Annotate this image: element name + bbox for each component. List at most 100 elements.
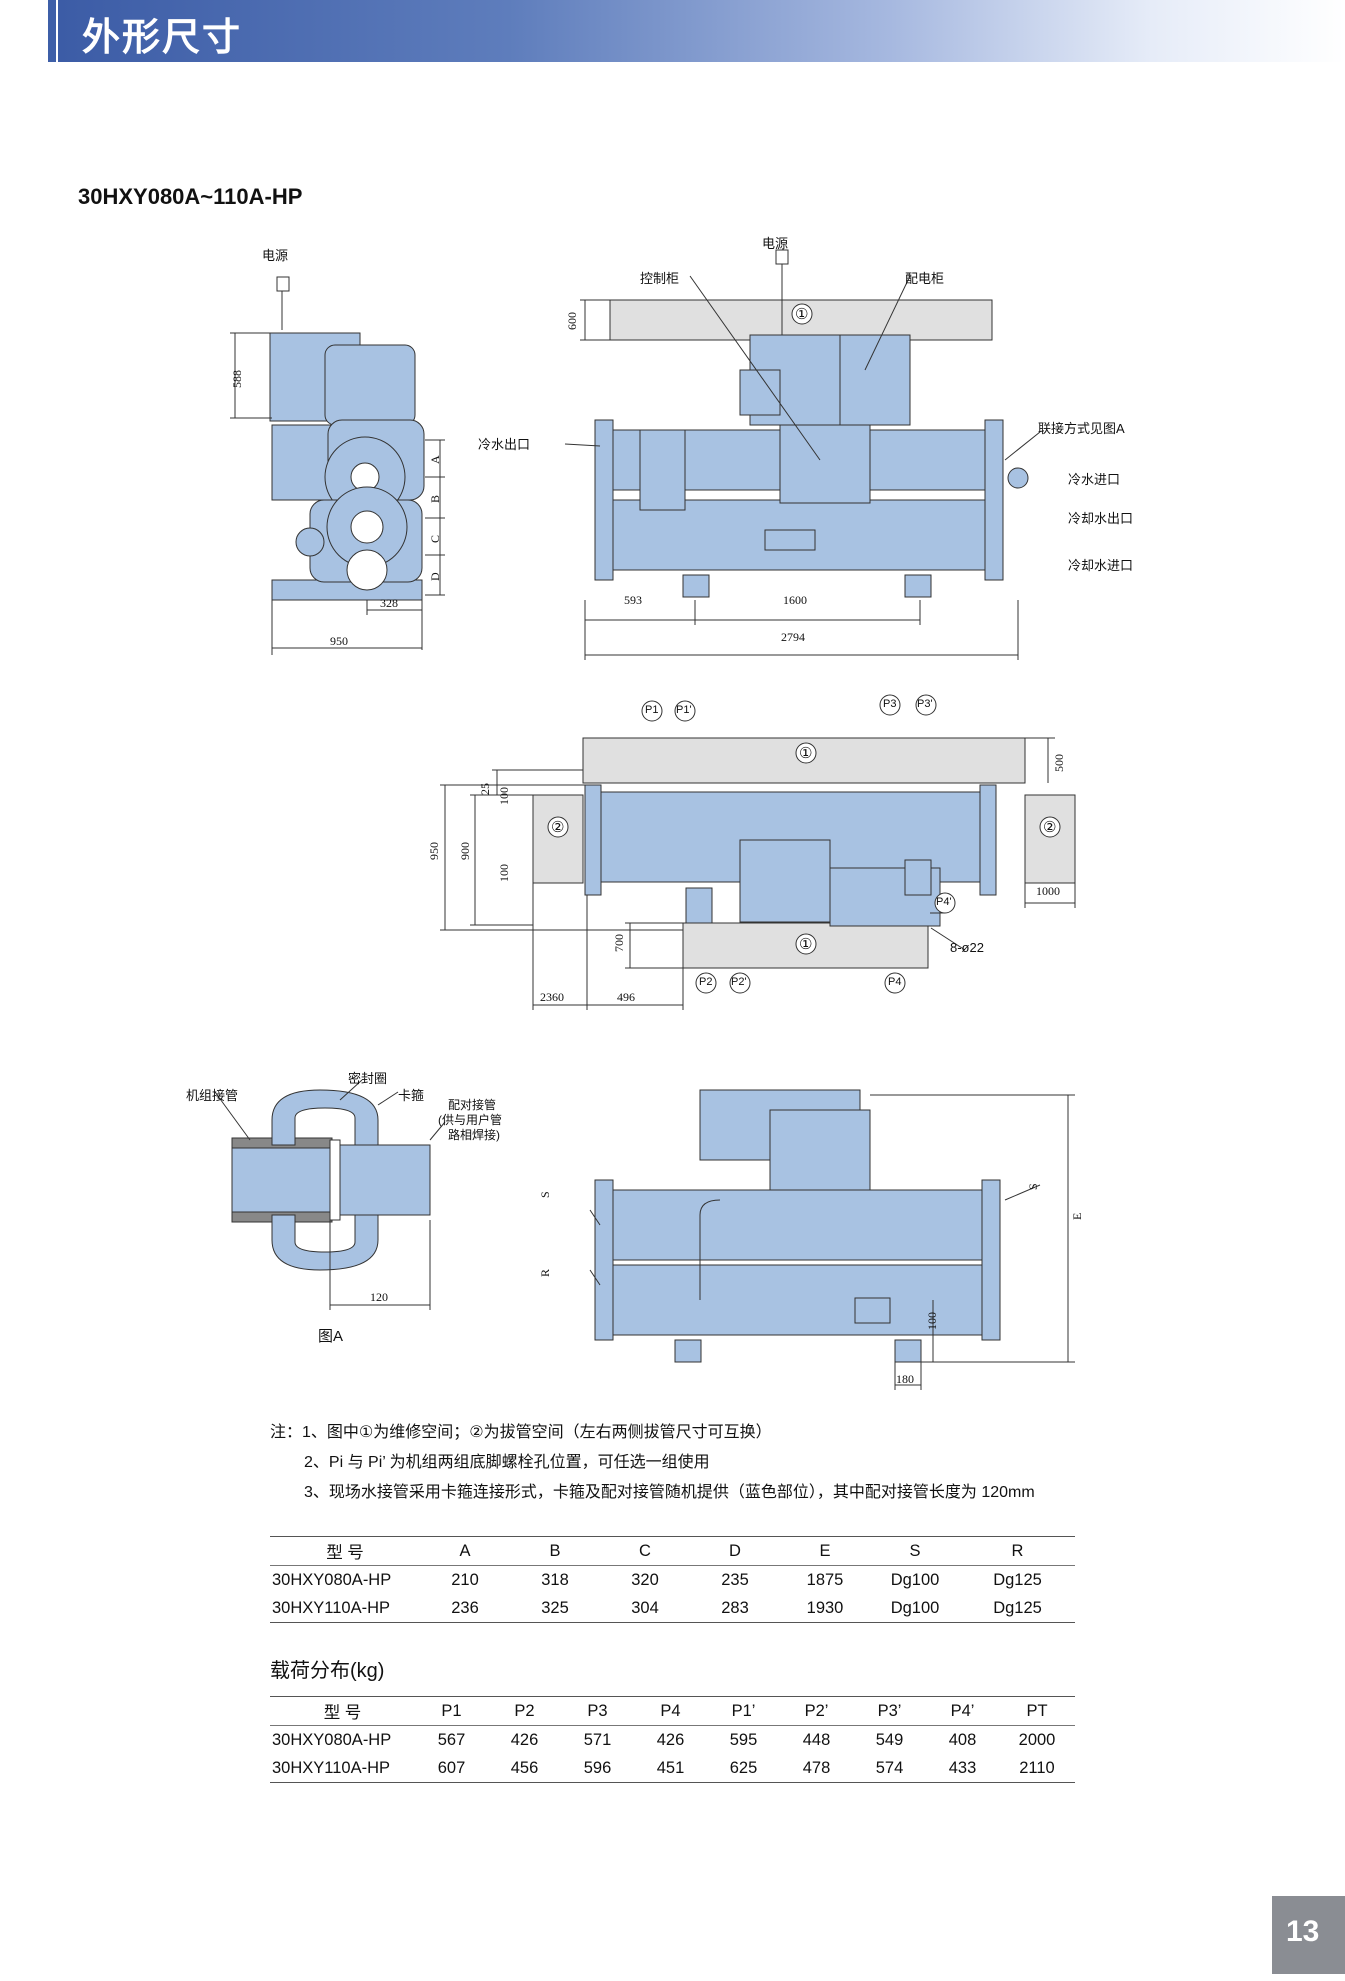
dimension-table-header: 型 号 A B C D E S R — [270, 1536, 1075, 1566]
table-cell: 320 — [631, 1570, 659, 1589]
table-cell: 448 — [802, 1730, 831, 1749]
model-title: 30HXY080A~110A-HP — [78, 184, 303, 209]
tube-pull-space-left: ② — [551, 819, 565, 836]
bolt-holes-label: 8-ø22 — [950, 940, 984, 955]
header-b: B — [510, 1536, 600, 1566]
table-cell: 426 — [510, 1730, 539, 1749]
point-p4-prime: P4' — [936, 896, 952, 908]
page-title: 外形尺寸 — [82, 17, 243, 59]
dim-s-left: S — [538, 1191, 552, 1198]
dim-496: 496 — [617, 990, 635, 1004]
point-p1: P1 — [645, 704, 659, 716]
dimension-table: 型 号 A B C D E S R 30HXY080A-HP 210 318 3… — [270, 1536, 1075, 1623]
service-space-1a: ① — [795, 306, 809, 323]
dim-950-plan: 950 — [427, 842, 441, 860]
tube-pull-space-right: ② — [1043, 819, 1057, 836]
dim-e: E — [1070, 1212, 1084, 1220]
header-r: R — [960, 1536, 1075, 1566]
table-cell: 236 — [420, 1594, 510, 1623]
table-cell: 625 — [707, 1754, 780, 1783]
header-s: S — [870, 1536, 960, 1566]
page-number: 13 — [1286, 1915, 1320, 1948]
dim-2360: 2360 — [540, 990, 564, 1004]
note-1: 注：1、图中①为维修空间；②为拔管空间（左右两侧拔管尺寸可互换） — [270, 1424, 772, 1441]
mating-pipe-label-1: 配对接管 — [448, 1098, 497, 1112]
point-p3: P3 — [883, 698, 897, 710]
dim-2794: 2794 — [781, 630, 805, 644]
dim-a: A — [428, 455, 442, 464]
header-p4-prime: P4’ — [926, 1696, 999, 1726]
dim-588: 588 — [230, 370, 244, 388]
service-space-1c: ① — [799, 936, 813, 953]
dim-700: 700 — [612, 934, 626, 952]
table-cell: 283 — [690, 1594, 780, 1623]
figure-a-caption: 图A — [318, 1328, 344, 1345]
rear-view — [589, 1089, 1075, 1390]
table-row: 30HXY110A-HP 607 456 596 451 625 478 574… — [270, 1754, 1075, 1783]
dim-180: 180 — [896, 1372, 914, 1386]
distribution-cabinet-label: 配电柜 — [905, 271, 945, 286]
point-p2: P2 — [699, 976, 713, 988]
table-cell: 2000 — [1018, 1730, 1056, 1749]
table-cell: 30HXY110A-HP — [270, 1594, 420, 1623]
load-distribution-title: 载荷分布(kg) — [270, 1660, 385, 1682]
table-cell: 30HXY080A-HP — [272, 1730, 392, 1749]
table-cell: Dg125 — [993, 1570, 1042, 1589]
table-cell: 304 — [600, 1594, 690, 1623]
unit-pipe-label: 机组接管 — [186, 1088, 239, 1103]
header-a: A — [420, 1536, 510, 1566]
header-band — [58, 0, 1345, 62]
note-3: 3、现场水接管采用卡箍连接形式，卡箍及配对接管随机提供（蓝色部位），其中配对接管… — [304, 1484, 1035, 1501]
control-cabinet-label: 控制柜 — [640, 271, 680, 286]
table-row: 30HXY110A-HP 236 325 304 283 1930 Dg100 … — [270, 1594, 1075, 1623]
point-p2-prime: P2' — [731, 976, 747, 988]
mating-pipe-label-2: (供与用户管 — [438, 1113, 502, 1127]
load-distribution-table: 型 号 P1 P2 P3 P4 P1’ P2’ P3’ P4’ PT 30HXY… — [270, 1696, 1075, 1783]
table-cell: 451 — [634, 1754, 707, 1783]
table-cell: 235 — [721, 1570, 749, 1589]
header-c: C — [600, 1536, 690, 1566]
point-p4: P4 — [888, 976, 902, 988]
dim-1000: 1000 — [1036, 884, 1060, 898]
table-cell: 408 — [948, 1730, 977, 1749]
load-table-header: 型 号 P1 P2 P3 P4 P1’ P2’ P3’ P4’ PT — [270, 1696, 1075, 1726]
note-2: 2、Pi 与 Pi’ 为机组两组底脚螺栓孔位置，可任选一组使用 — [304, 1454, 710, 1471]
table-cell: 595 — [729, 1730, 758, 1749]
chilled-water-outlet-label: 冷水出口 — [478, 437, 531, 452]
page-number-box — [1272, 1896, 1345, 1974]
dim-100-bottom: 100 — [497, 864, 511, 882]
dim-900: 900 — [458, 842, 472, 860]
table-cell: 596 — [561, 1754, 634, 1783]
table-cell: 456 — [488, 1754, 561, 1783]
point-p3-prime: P3' — [917, 698, 933, 710]
dim-950-side: 950 — [330, 634, 348, 648]
header-e: E — [780, 1536, 870, 1566]
dim-r: R — [538, 1268, 552, 1277]
dim-s-right: S — [1026, 1183, 1040, 1190]
header-model: 型 号 — [270, 1696, 415, 1726]
dim-328: 328 — [380, 596, 398, 610]
dim-b: B — [428, 494, 442, 503]
header-d: D — [690, 1536, 780, 1566]
dim-593: 593 — [624, 593, 642, 607]
table-cell: 571 — [583, 1730, 612, 1749]
dim-100-rear: 100 — [925, 1312, 939, 1330]
table-cell: 325 — [510, 1594, 600, 1623]
power-label-top: 电源 — [762, 236, 789, 251]
header-accent-bar — [48, 0, 56, 62]
dim-d: D — [428, 572, 442, 581]
table-cell: 30HXY080A-HP — [272, 1570, 392, 1589]
dim-500: 500 — [1052, 754, 1066, 772]
table-cell: 574 — [853, 1754, 926, 1783]
dim-600: 600 — [565, 312, 579, 330]
point-p1-prime: P1' — [676, 704, 692, 716]
table-cell: Dg100 — [890, 1570, 940, 1589]
table-cell: 210 — [451, 1570, 479, 1589]
table-cell: 567 — [437, 1730, 466, 1749]
chilled-water-inlet-label: 冷水进口 — [1068, 472, 1121, 487]
header-p1-prime: P1’ — [707, 1696, 780, 1726]
table-cell: 549 — [875, 1730, 904, 1749]
service-space-1b: ① — [799, 745, 813, 762]
mating-pipe-label-3: 路相焊接) — [448, 1128, 500, 1142]
cooling-water-inlet-label: 冷却水进口 — [1068, 558, 1134, 573]
